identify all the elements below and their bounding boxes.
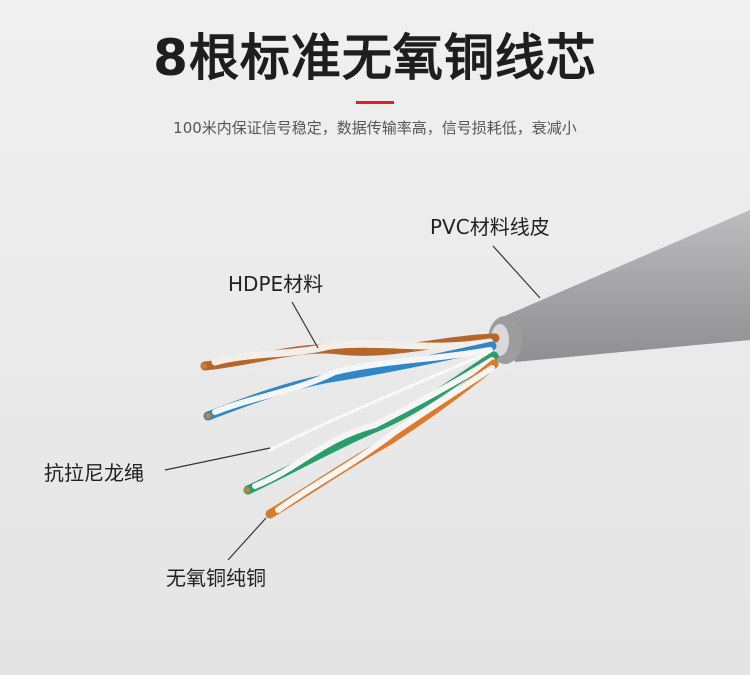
leader-nylon <box>164 447 271 471</box>
title-accent-bar <box>356 101 394 104</box>
callout-hdpe-insulation: HDPE材料 <box>228 272 324 296</box>
leader-lines <box>164 245 541 561</box>
leader-hdpe <box>291 301 319 349</box>
brown-white-wire <box>211 338 494 366</box>
orange-white-wire <box>275 365 495 513</box>
page-subtitle: 100米内保证信号稳定，数据传输率高，信号损耗低，衰减小 <box>173 119 577 137</box>
blue-white-wire <box>212 347 493 415</box>
pvc-jacket <box>488 210 750 364</box>
nylon-cord <box>268 350 492 452</box>
wire-pairs <box>200 333 500 519</box>
leader-copper <box>227 517 267 561</box>
callout-pvc-jacket: PVC材料线皮 <box>430 215 550 239</box>
leader-pvc <box>492 245 541 299</box>
green-white-wire <box>252 357 495 489</box>
callout-nylon-cord: 抗拉尼龙绳 <box>44 461 144 485</box>
copper-ends <box>201 363 273 518</box>
page-title: 8根标准无氧铜线芯 <box>153 29 597 87</box>
callout-copper-core: 无氧铜纯铜 <box>166 566 266 590</box>
